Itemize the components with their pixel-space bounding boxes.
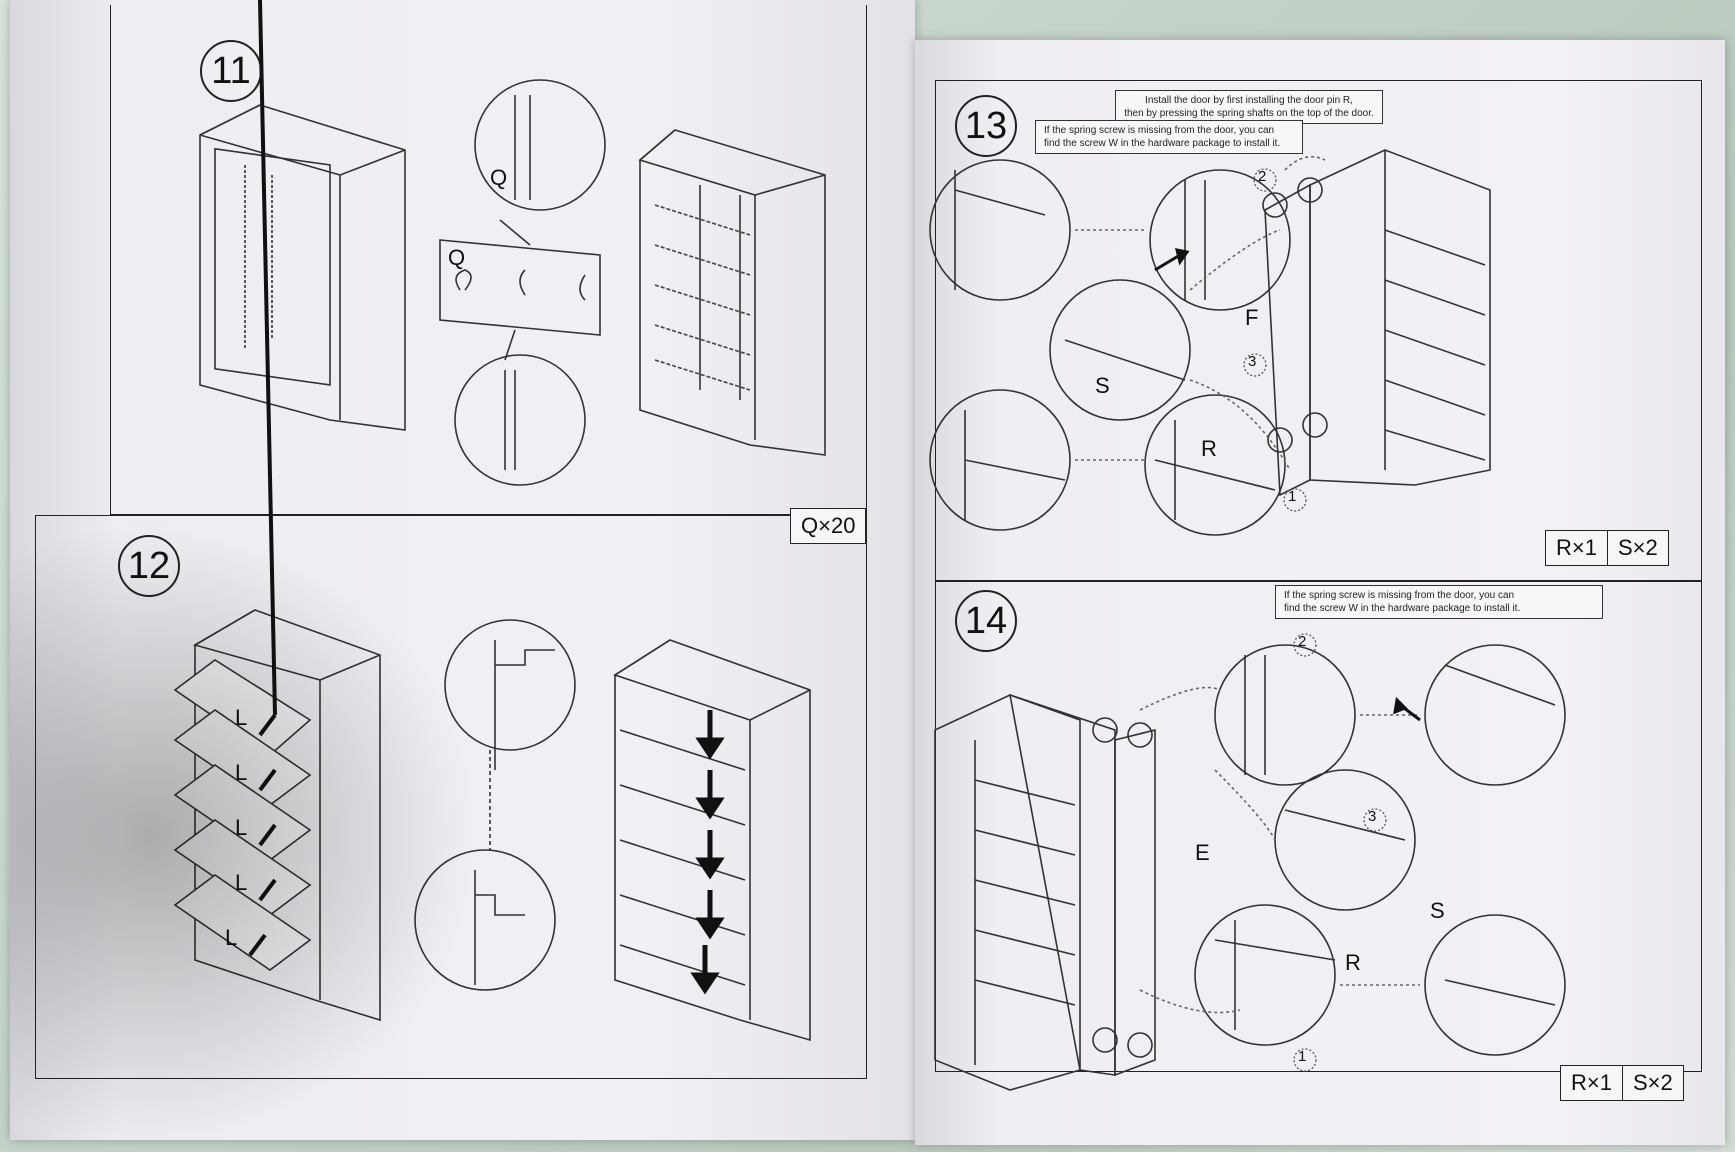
step-13-quantity: R×1 S×2 <box>1545 530 1669 566</box>
step-14-spring-note: If the spring screw is missing from the … <box>1275 585 1603 619</box>
part-s-label-14: S <box>1430 898 1445 923</box>
divider <box>110 514 867 515</box>
step-11-number: 11 <box>200 40 262 102</box>
right-page: 13 14 Install the door by first installi… <box>915 40 1725 1145</box>
install-note-line-2: then by pressing the spring shafts on th… <box>1124 108 1374 119</box>
callout-13-3: 3 <box>1248 353 1257 370</box>
s-quantity: S×2 <box>1606 531 1668 565</box>
step-14-number: 14 <box>955 590 1017 652</box>
r-quantity: R×1 <box>1571 1070 1612 1095</box>
part-s-label-13: S <box>1095 373 1110 398</box>
step-11-quantity: Q×20 <box>790 508 867 544</box>
part-r-label-14: R <box>1345 950 1361 975</box>
install-note-line-1: Install the door by first installing the… <box>1145 95 1353 106</box>
step-13-spring-note: If the spring screw is missing from the … <box>1035 120 1303 154</box>
step-13-install-note: Install the door by first installing the… <box>1115 90 1383 124</box>
callout-13-1: 1 <box>1288 488 1297 505</box>
step-12-number: 12 <box>118 535 180 597</box>
shelf-label-2: L <box>235 760 248 785</box>
callout-14-2: 2 <box>1298 633 1307 650</box>
r-quantity: R×1 <box>1556 535 1597 560</box>
step-14-quantity: R×1 S×2 <box>1560 1065 1684 1101</box>
part-r-label-13: R <box>1201 436 1217 461</box>
spring-note-line-2: find the screw W in the hardware package… <box>1044 138 1281 149</box>
callout-14-1: 1 <box>1298 1048 1307 1065</box>
callout-14-3: 3 <box>1368 808 1377 825</box>
step-13-14-illustration <box>929 149 1566 1091</box>
part-q-label-a: Q <box>490 165 508 190</box>
step-11-illustration <box>199 79 826 486</box>
step-13-number: 13 <box>955 95 1017 157</box>
q-quantity: Q×20 <box>801 513 856 538</box>
part-q-label-b: Q <box>448 245 466 270</box>
shelf-label-4: L <box>235 870 248 895</box>
s-quantity: S×2 <box>1621 1066 1683 1100</box>
step-11-frame <box>110 5 867 515</box>
spring-note-line-2: find the screw W in the hardware package… <box>1284 603 1521 614</box>
shelf-label-3: L <box>235 815 248 840</box>
part-e-label: E <box>1195 840 1210 865</box>
spring-note-line-1: If the spring screw is missing from the … <box>1284 590 1515 601</box>
step-12-frame <box>35 515 867 1079</box>
left-page: 11 12 <box>10 0 915 1150</box>
part-f-label: F <box>1245 305 1259 330</box>
spring-note-line-1: If the spring screw is missing from the … <box>1044 125 1275 136</box>
step-13-frame <box>935 80 1702 582</box>
step-12-illustration <box>173 0 811 1042</box>
shelf-label-5: L <box>225 925 238 950</box>
shelf-label-1: L <box>235 705 248 730</box>
callout-13-2: 2 <box>1258 168 1267 185</box>
